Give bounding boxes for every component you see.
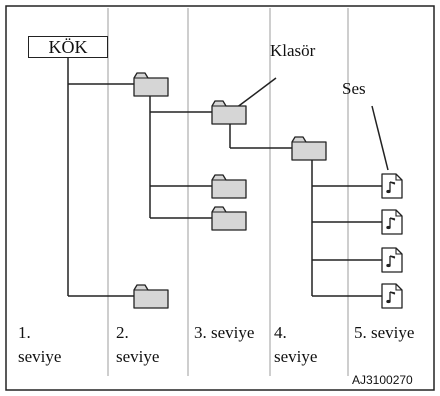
audio-callout-label: Ses [342, 79, 366, 98]
music-file-icon [381, 283, 403, 309]
folder-callout-label: Klasör [270, 41, 316, 60]
folder-icon [133, 72, 169, 97]
folder-icon [291, 136, 327, 161]
music-file-icon [381, 247, 403, 273]
root-node: KÖK [28, 36, 108, 58]
level-2-line1: 2. [116, 323, 129, 342]
level-1-line1: 1. [18, 323, 31, 342]
tree-connectors [67, 58, 389, 297]
level-4-line2: seviye [274, 347, 318, 366]
level-2-line2: seviye [116, 347, 160, 366]
level-5-line1: 5. seviye [354, 323, 415, 342]
folder-icon [133, 284, 169, 309]
level-3-line1: 3. seviye [194, 323, 255, 342]
music-file-icon [381, 209, 403, 235]
callout-audio-line [371, 105, 389, 171]
frame [5, 5, 435, 391]
level-4-line1: 4. [274, 323, 287, 342]
figure-code: AJ3100270 [352, 373, 413, 387]
callout-folder-line [235, 77, 277, 109]
music-file-icon [381, 173, 403, 199]
level-1-line2: seviye [18, 347, 62, 366]
level-separators [107, 8, 349, 376]
folder-icon [211, 174, 247, 199]
folder-icon [211, 206, 247, 231]
